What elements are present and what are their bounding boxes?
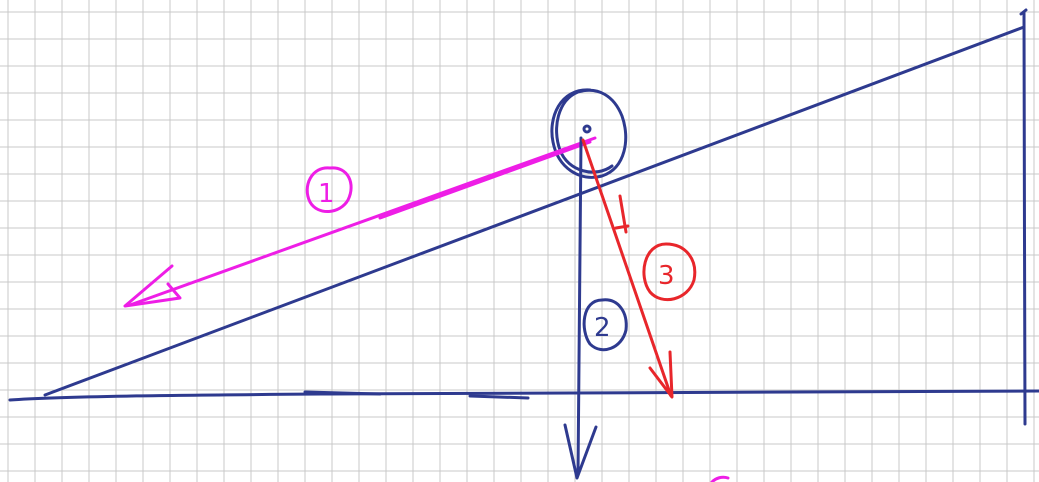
incline-top-tick	[1019, 8, 1028, 16]
force-2-arrow: 2	[563, 136, 628, 480]
force-1-label-circle	[305, 166, 353, 213]
pink-edge-mark	[710, 475, 730, 482]
ball-outline	[550, 88, 628, 179]
force-1-label: 1	[318, 179, 335, 209]
force-1-arrow: 1	[123, 136, 597, 308]
force-3-label-circle	[642, 242, 697, 302]
force-2-label-circle	[582, 298, 628, 352]
force-1-shaft-2	[378, 140, 592, 220]
force-3-tick	[614, 194, 630, 234]
force-3-shaft	[581, 138, 673, 398]
force-3-arrow: 3	[581, 138, 697, 399]
force-3-head	[648, 350, 674, 399]
ground-stroke-mark	[303, 390, 382, 396]
force-2-head	[563, 423, 598, 480]
force-2-label: 2	[594, 313, 611, 343]
incline-vertical-side	[1022, 10, 1027, 426]
force-1-shaft	[128, 136, 597, 307]
force-2-shaft	[576, 136, 583, 476]
incline-hypotenuse	[43, 25, 1026, 397]
inclined-plane	[8, 8, 1039, 426]
ground-line	[8, 389, 1039, 402]
force-1-head	[123, 264, 182, 308]
ball-center-dot	[582, 124, 592, 134]
ball	[550, 88, 628, 179]
ground-stroke-mark-2	[468, 394, 530, 400]
force-3-label: 3	[658, 261, 675, 291]
